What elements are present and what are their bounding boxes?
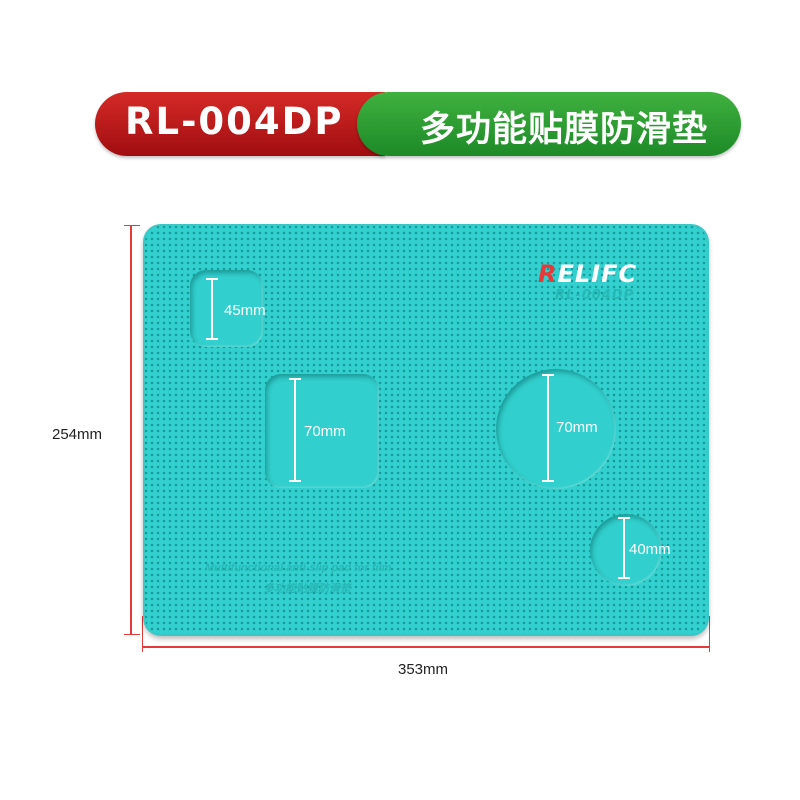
height-dimension-line — [130, 226, 132, 634]
height-label: 254mm — [52, 426, 103, 443]
pocket-label: 40mm — [629, 541, 671, 558]
width-label: 353mm — [398, 661, 449, 678]
measure-marker — [206, 278, 218, 340]
product-name-label: 多功能贴膜防滑垫 — [419, 110, 708, 150]
pocket-70mm-square: 70mm — [265, 374, 379, 488]
engraving-english: Multifunctional anti-slip pad for film — [205, 562, 392, 574]
product-name-badge: 多功能贴膜防滑垫 — [357, 92, 741, 156]
model-engraving: RL-004DP — [555, 288, 635, 303]
pocket-label: 70mm — [556, 419, 598, 436]
model-badge: RL-004DP — [95, 92, 385, 156]
width-dimension-cap-left — [142, 616, 143, 652]
engraving-chinese: 多功能贴膜防滑垫 — [263, 583, 351, 595]
width-dimension-line — [143, 646, 709, 648]
logo-initial: R — [538, 260, 558, 288]
pocket-70mm-circle: 70mm — [496, 369, 616, 489]
measure-marker — [542, 374, 554, 482]
anti-slip-mat: RELIFC RL-004DP 45mm 70mm 70mm 40mm Mult… — [143, 224, 709, 636]
title-banner: RL-004DP 多功能贴膜防滑垫 — [95, 92, 741, 156]
pocket-label: 45mm — [224, 302, 266, 319]
height-dimension-cap-top — [124, 225, 140, 226]
width-dimension-cap-right — [709, 616, 710, 652]
pocket-label: 70mm — [304, 423, 346, 440]
relifc-logo: RELIFC — [538, 260, 637, 288]
pocket-45mm-square: 45mm — [190, 270, 266, 347]
measure-marker — [618, 517, 630, 579]
logo-text: RELIFC — [538, 260, 638, 288]
pocket-40mm-circle: 40mm — [590, 514, 671, 586]
measure-marker — [289, 378, 301, 482]
model-label: RL-004DP — [125, 100, 344, 143]
height-dimension-cap-bottom — [124, 634, 140, 635]
